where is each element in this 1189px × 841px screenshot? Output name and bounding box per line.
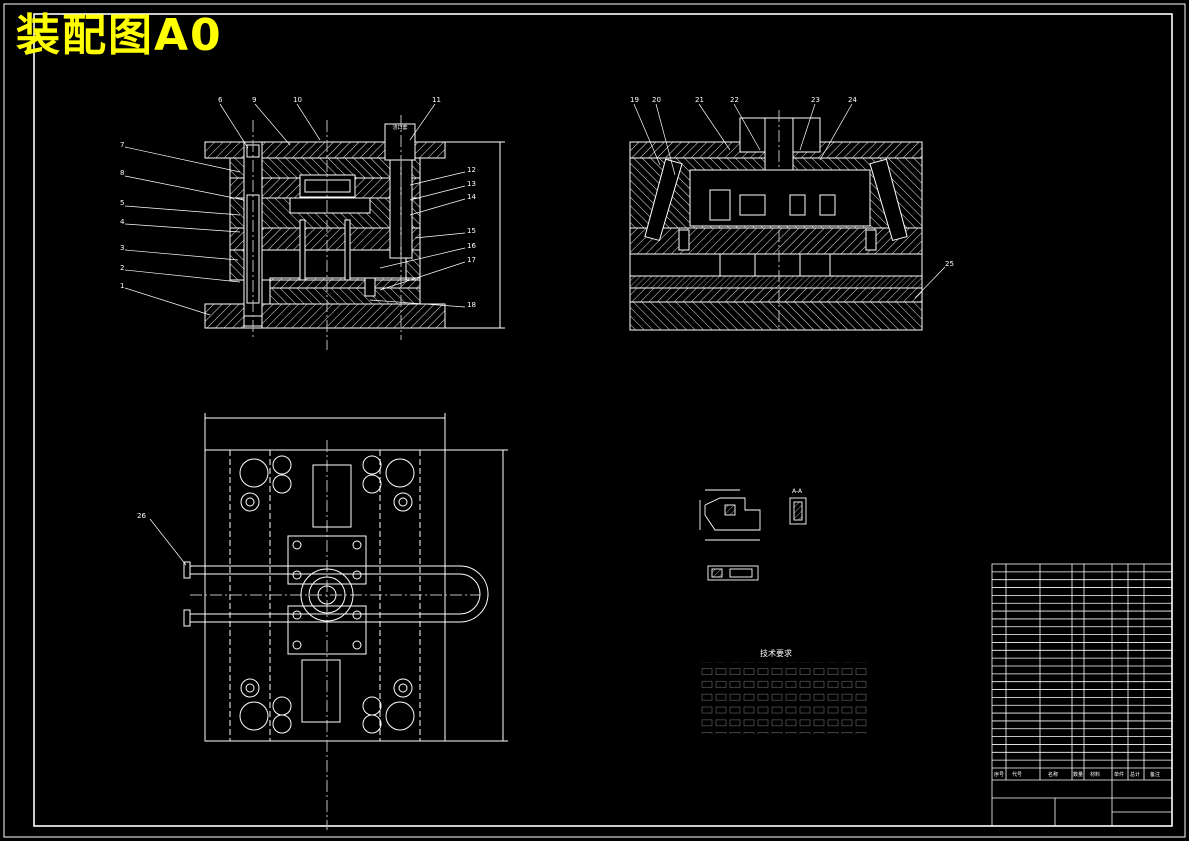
part-number: 5 xyxy=(120,199,124,207)
part-number: 17 xyxy=(467,256,476,264)
bom-header-cell: 总计 xyxy=(1130,771,1140,778)
part-number: 22 xyxy=(730,96,739,104)
front-view-part-numbers: 6 9 10 11 7 8 5 4 3 2 1 12 13 14 15 16 1… xyxy=(120,96,476,309)
bill-of-materials xyxy=(991,563,1173,827)
bom-header-cell: 序号 xyxy=(994,771,1004,778)
section-label: A-A xyxy=(792,488,803,495)
svg-text:浇口套: 浇口套 xyxy=(392,124,407,131)
part-number: 10 xyxy=(293,96,302,104)
part-number: 19 xyxy=(630,96,639,104)
part-number: 12 xyxy=(467,166,476,174)
drawing-frame xyxy=(3,3,1186,838)
bom-header-cell: 数量 xyxy=(1073,771,1083,778)
side-view-part-numbers: 19 20 21 22 23 24 25 xyxy=(630,96,954,268)
bom-header-cell: 备注 xyxy=(1150,771,1160,778)
part-number: 15 xyxy=(467,227,476,235)
plan-view xyxy=(183,413,508,830)
bom-header-cell: 单件 xyxy=(1114,771,1124,778)
drawing-title: 装配图A0 xyxy=(16,10,223,61)
part-number: 20 xyxy=(652,96,661,104)
part-number: 25 xyxy=(945,260,954,268)
plan-view-leader xyxy=(149,518,187,566)
bom-header-cell: 材料 xyxy=(1090,771,1100,778)
part-number: 18 xyxy=(467,301,476,309)
part-number: 3 xyxy=(120,244,124,252)
part-number: 4 xyxy=(120,218,125,226)
part-number: 21 xyxy=(695,96,704,104)
part-number: 1 xyxy=(120,282,124,290)
part-number: 8 xyxy=(120,169,124,177)
part-number: 6 xyxy=(218,96,223,104)
front-section-view: 浇口套 xyxy=(204,115,505,350)
detail-view xyxy=(699,489,807,581)
part-number: 13 xyxy=(467,180,476,188)
tech-req-heading: 技术要求 xyxy=(760,648,792,658)
bom-header-cell: 名称 xyxy=(1048,771,1058,778)
side-section-view xyxy=(629,110,923,331)
side-view-leaders xyxy=(633,103,946,299)
part-number: 2 xyxy=(120,264,124,272)
part-number: 7 xyxy=(120,141,124,149)
part-number: 11 xyxy=(432,96,441,104)
part-number: 14 xyxy=(467,193,476,201)
part-number: 24 xyxy=(848,96,857,104)
part-number: 16 xyxy=(467,242,476,250)
part-number: 26 xyxy=(137,512,146,520)
front-view-leaders xyxy=(124,103,466,316)
bom-header-cell: 代号 xyxy=(1012,771,1022,778)
bom-header: 序号 代号 名称 数量 材料 单件 总计 备注 xyxy=(994,771,1160,778)
part-number: 9 xyxy=(252,96,256,104)
technical-requirements: 技术要求 xyxy=(700,648,868,734)
part-number: 23 xyxy=(811,96,820,104)
